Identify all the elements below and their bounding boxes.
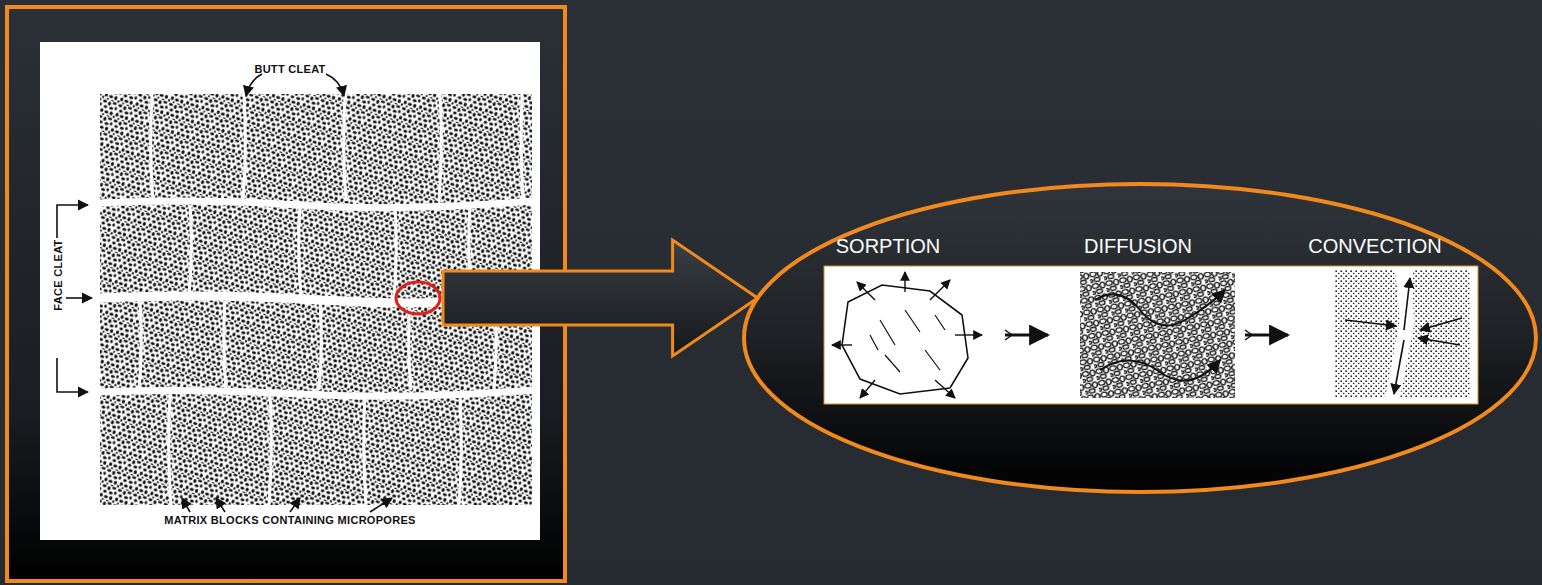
diffusion-pores xyxy=(1080,272,1235,398)
sorption-grain xyxy=(832,272,982,398)
process-label: DIFFUSION xyxy=(1084,235,1192,258)
ellipse-outline xyxy=(742,182,1538,494)
highlight-circle xyxy=(396,282,440,314)
cleat-label: FACE CLEAT xyxy=(52,239,64,310)
frame-ground xyxy=(7,7,565,581)
leader-arrows xyxy=(57,74,392,512)
process-label: CONVECTION xyxy=(1308,235,1441,258)
figure-frame: BUTT CLEAT FACE CLEAT MATRIX BLOCKS CONTAI… xyxy=(5,5,567,583)
cleat-label: BUTT CLEAT xyxy=(254,63,325,75)
convection-cleat xyxy=(1335,270,1470,398)
ellipse-ground xyxy=(744,184,1536,492)
process-label: SORPTION xyxy=(836,235,940,258)
process-panel xyxy=(824,266,1478,404)
figure-panel xyxy=(40,42,540,540)
block-arrow xyxy=(443,240,758,356)
matrix-label: MATRIX BLOCKS CONTAINING MICROPORES xyxy=(164,514,415,526)
detail-ellipse: SORPTION DIFFUSION CONVECTION xyxy=(742,182,1538,494)
coal-matrix xyxy=(96,92,536,507)
